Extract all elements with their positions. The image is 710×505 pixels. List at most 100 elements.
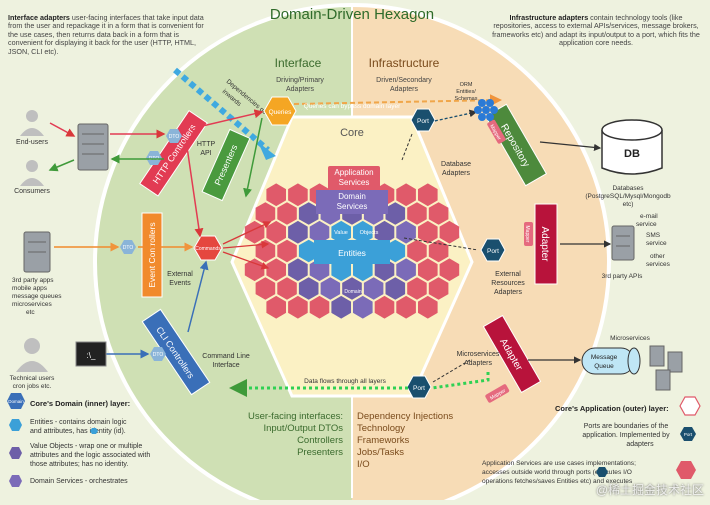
orm-label-2: Entities/: [456, 89, 476, 95]
legend-port-icon: [680, 427, 696, 441]
legend-port-inline-icon: [596, 467, 608, 477]
databases-label-2: (PostgreSQL/Mysql/Mongodb: [585, 193, 671, 200]
honeycomb-cell: [353, 220, 373, 244]
honeycomb-cell: [374, 220, 395, 244]
server-icon-left: [77, 123, 109, 171]
honeycomb-cell: [331, 295, 351, 319]
legend-entity-icon: [9, 419, 22, 431]
mapper-tag-adapter: Mapper: [524, 222, 533, 246]
port-to-orm: [429, 109, 478, 123]
honeycomb-cell: [353, 295, 373, 319]
orm-label-3: Schemas: [455, 96, 478, 102]
honeycomb-cell: [396, 295, 416, 319]
message-queue-label-1: Message: [591, 354, 618, 361]
honeycomb-cell: [385, 202, 406, 225]
infra-tools-list: Dependency Injections Technology Framewo…: [357, 411, 453, 470]
data-flow-label: Data flows through all layers: [304, 378, 386, 385]
port-bottom-label: Port: [413, 385, 425, 392]
command-arrows: [222, 221, 272, 270]
honeycomb-cell: [428, 277, 449, 300]
legend-entities-line-2: and attributes, has identity (id).: [30, 428, 126, 435]
driving-adapters-label-2: Adapters: [286, 86, 315, 93]
third-party-apps-label-4: microservices: [12, 301, 52, 308]
core-to-port-middle: [403, 237, 479, 251]
repository-to-db-arrow: [539, 141, 602, 151]
third-party-apps-label-5: etc: [26, 309, 35, 316]
honeycomb-cell: [266, 295, 286, 319]
honeycomb-cell: [407, 202, 427, 225]
legend-domain-icon: [7, 393, 25, 409]
db-icon: DB: [601, 119, 663, 175]
honeycomb-cell: [331, 220, 351, 244]
legend-vo-line-1: Value Objects - wrap one or multiple: [30, 443, 142, 450]
other-services-label-2: services: [646, 261, 671, 268]
legend-vo-line-2: attributes and the logic associated with: [30, 452, 150, 459]
domain-services-band: [316, 190, 388, 214]
port-bottom: Port: [406, 375, 432, 399]
honeycomb-cell: [255, 202, 276, 225]
honeycomb-cell: [418, 258, 438, 282]
honeycomb-cell: [255, 277, 276, 300]
consumers-icon: [20, 160, 44, 186]
microservices-label: Microservices: [610, 335, 650, 342]
user-facing-item-2: Input/Output DTOs: [263, 423, 343, 434]
cli-interface-label-2: Interface: [212, 362, 239, 369]
honeycomb-cell: [396, 183, 416, 207]
legend-app-hex-icon: [679, 396, 701, 416]
infrastructure-adapters-note: Infrastructure adapters contain technolo…: [490, 13, 702, 48]
honeycomb-cell: [374, 258, 395, 282]
sms-service-label-2: service: [646, 240, 667, 247]
honeycomb-cell: [418, 183, 438, 207]
sms-service-label-1: SMS: [646, 232, 661, 239]
honeycomb-cell: [407, 239, 427, 263]
event-controllers-box: Event Controllers: [141, 212, 163, 298]
end-users-label: End-users: [16, 139, 48, 146]
infra-tools-item-3: Frameworks: [357, 435, 410, 446]
dto-label-3: DTO: [123, 245, 134, 251]
honeycomb-cell: [363, 277, 384, 300]
third-party-apis-label: 3rd party APIs: [602, 273, 644, 280]
infra-tools-item-4: Jobs/Tasks: [357, 447, 404, 458]
terminal-icon: :\_: [75, 341, 107, 367]
external-events-label-2: Events: [169, 280, 191, 287]
left-arrows: [48, 109, 264, 359]
diagram-title: Domain-Driven Hexagon: [270, 6, 434, 23]
queries-hex: [263, 96, 297, 126]
legend-entities-line-1: Entities - contains domain logic: [30, 419, 127, 426]
microservices-adapters-label-2: Adapters: [464, 360, 493, 367]
end-users-icon: [20, 110, 44, 136]
databases-label-1: Databases: [612, 185, 644, 192]
legend-application-layer: Core's Application (outer) layer: Ports …: [482, 396, 701, 485]
http-api-label-2: API: [200, 150, 211, 157]
honeycomb-cell: [266, 220, 286, 244]
domain-services-label-1: Domain: [338, 192, 366, 201]
driving-adapters-label-1: Driving/Primary: [276, 77, 324, 84]
dependencies-arrow: [173, 67, 270, 153]
technical-users-icon: [16, 338, 48, 372]
legend-port-icon-label: Port: [684, 432, 693, 437]
honeycomb-cell: [277, 239, 297, 263]
application-services-label-2: Services: [339, 178, 370, 187]
legend-vo-line-3: those attributes; has no identity.: [30, 461, 128, 468]
email-service-label-2: service: [636, 221, 657, 228]
honeycomb-cell: [277, 277, 297, 300]
application-services-label-1: Application: [334, 168, 373, 177]
legend-ports-line-1: Ports are boundaries of the: [584, 423, 669, 430]
technical-users-label-1: Technical users: [10, 375, 56, 382]
honeycomb-cell: [266, 258, 286, 282]
external-services-server-icon: [611, 225, 635, 261]
watermark: @稀土掘金技术社区: [595, 483, 704, 497]
interface-adapters-note: Interface adapters user-facing interface…: [8, 13, 204, 56]
driven-adapters-label-1: Driven/Secondary: [376, 77, 432, 84]
message-queue-icon: [581, 347, 641, 375]
honeycomb-cell: [298, 202, 319, 225]
legend-ports-line-3: adapters: [626, 441, 654, 448]
microservices-adapters-label-1: Microservices: [457, 351, 500, 358]
application-services-tag: [328, 166, 380, 190]
honeycomb-cell: [439, 258, 460, 282]
other-services-label-1: other: [650, 253, 666, 260]
event-controllers-label: Event Controllers: [147, 222, 157, 287]
legend-app-services-line-1: Application Services are use cases imple…: [482, 460, 636, 467]
